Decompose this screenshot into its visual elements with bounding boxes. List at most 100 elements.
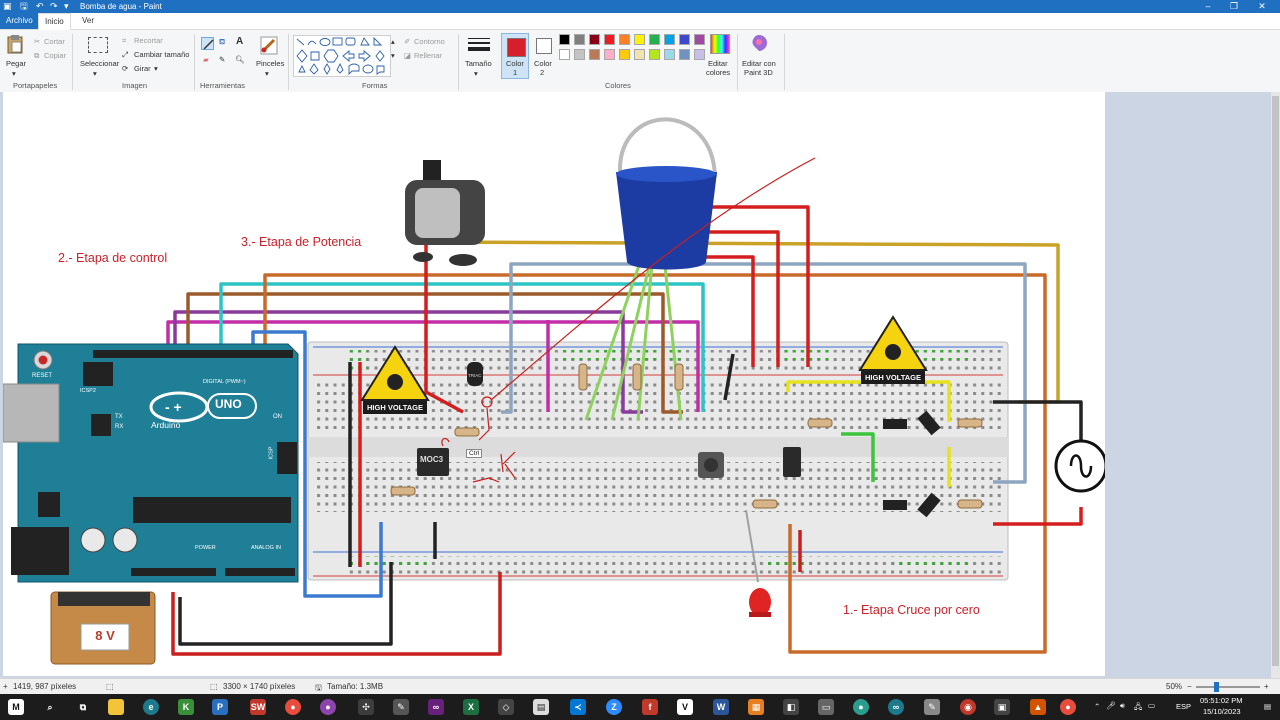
text-icon[interactable]: A [236,36,244,47]
app-icon[interactable]: ● [853,699,869,715]
color1-button[interactable] [501,33,529,79]
crop-button[interactable]: Recortar [134,36,163,45]
rotate-icon[interactable]: ⟳ [122,64,129,73]
brush-icon[interactable] [259,35,279,57]
crop-icon[interactable]: ⌗ [122,36,127,45]
palette-color-swatch[interactable] [604,34,615,45]
app-icon[interactable]: ▣ [994,699,1010,715]
excel-icon[interactable]: X [463,699,479,715]
palette-color-swatch[interactable] [679,34,690,45]
visual-studio-icon[interactable]: ∞ [428,699,444,715]
undo-icon[interactable]: ↶ [36,1,44,11]
color-picker-icon[interactable]: ✎ [219,55,226,64]
battery-icon[interactable]: ▭ [1148,701,1156,710]
app-icon[interactable]: ▭ [818,699,834,715]
size-button[interactable]: Tamaño [465,59,492,68]
tab-file[interactable]: Archivo [0,13,39,29]
palette-color-swatch[interactable] [634,49,645,60]
edge-icon[interactable]: e [143,699,159,715]
app-icon[interactable]: f [642,699,658,715]
shapes-scroll-down-icon[interactable]: ▾ [391,51,395,60]
chrome-icon[interactable]: ● [285,699,301,715]
palette-color-swatch[interactable] [604,49,615,60]
palette-color-swatch[interactable] [589,49,600,60]
select-button[interactable]: Seleccionar [80,59,120,68]
shapes-scroll-up-icon[interactable]: ▴ [391,37,395,46]
minimize-icon[interactable]: – [1205,1,1211,11]
paste-dropdown-icon[interactable]: ▾ [12,69,16,78]
start-logo-icon[interactable]: M [8,699,24,715]
palette-color-swatch[interactable] [694,34,705,45]
palette-color-swatch[interactable] [679,49,690,60]
palette-color-swatch[interactable] [559,49,570,60]
magnifier-icon[interactable]: 🔍︎ [235,55,245,64]
app-icon[interactable]: K [178,699,194,715]
scrollbar-thumb[interactable] [1272,96,1279,666]
select-dropdown-icon[interactable]: ▾ [93,69,97,78]
file-explorer-icon[interactable] [108,699,124,715]
quick-access-dropdown-icon[interactable]: ▾ [64,1,69,11]
palette-color-swatch[interactable] [649,34,660,45]
unity-icon[interactable]: ◇ [498,699,514,715]
drawing-canvas[interactable]: - + [3,92,1105,676]
zoom-slider-thumb[interactable] [1214,682,1219,692]
size-icon[interactable] [468,38,490,52]
notification-icon[interactable]: ▤ [1264,702,1272,711]
rotate-dropdown-icon[interactable]: ▾ [154,64,158,73]
copy-icon[interactable]: ⧉ [34,51,40,60]
chrome-icon[interactable]: ● [1060,699,1076,715]
fill-icon[interactable]: ⛾ [219,37,226,46]
outline-icon[interactable]: ✐ [404,37,411,46]
zoom-in-icon[interactable]: + [1264,682,1269,691]
resize-button[interactable]: Cambiar tamaño [134,50,190,59]
network-icon[interactable]: 🖧 [1134,702,1143,711]
app-icon[interactable]: P [212,699,228,715]
app-icon[interactable]: V [677,699,693,715]
tab-view[interactable]: Ver [82,16,95,25]
color2-swatch[interactable] [536,38,552,54]
app-icon[interactable]: ∞ [888,699,904,715]
zoom-slider[interactable] [1196,682,1260,692]
shapes-gallery[interactable] [293,35,391,77]
edit-paint3d-button[interactable]: Editar con [742,59,776,68]
word-icon[interactable]: W [713,699,729,715]
resize-icon[interactable]: ⤢ [122,50,128,59]
app-icon[interactable]: ▤ [533,699,549,715]
app-icon[interactable]: ✎ [393,699,409,715]
close-icon[interactable]: ✕ [1258,1,1266,11]
save-icon[interactable]: 🖫 [20,1,28,11]
clock-time[interactable]: 05:51:02 PM [1200,696,1243,705]
size-dropdown-icon[interactable]: ▾ [474,69,478,78]
vlc-icon[interactable]: ▲ [1030,699,1046,715]
app-icon[interactable]: ◉ [960,699,976,715]
solidworks-icon[interactable]: SW [250,699,266,715]
app-icon[interactable]: ◧ [783,699,799,715]
edit-colors-icon[interactable] [710,34,730,54]
brushes-dropdown-icon[interactable]: ▾ [265,69,269,78]
paste-icon[interactable] [7,34,23,54]
redo-icon[interactable]: ↷ [50,1,58,11]
rotate-button[interactable]: Girar [134,64,151,73]
app-icon[interactable]: ✣ [358,699,374,715]
tray-overflow-icon[interactable]: ⌃ [1094,702,1101,711]
app-icon[interactable]: ● [320,699,336,715]
palette-color-swatch[interactable] [574,34,585,45]
select-icon[interactable] [88,37,108,53]
palette-color-swatch[interactable] [619,49,630,60]
paint3d-icon[interactable] [750,34,768,52]
vscode-icon[interactable]: ≺ [570,699,586,715]
cut-icon[interactable]: ✂ [34,37,41,46]
search-icon[interactable]: ⌕ [47,702,53,712]
microphone-icon[interactable]: 🎤︎ [1106,701,1116,710]
task-view-icon[interactable]: ⧉ [79,702,87,712]
palette-color-swatch[interactable] [574,49,585,60]
brushes-button[interactable]: Pinceles [256,59,285,68]
maximize-icon[interactable]: ❐ [1229,1,1239,11]
copy-button[interactable]: Copiar [44,51,67,60]
fill-shape-icon[interactable]: ◪ [404,51,412,60]
tab-home[interactable]: Inicio [38,13,71,30]
palette-color-swatch[interactable] [589,34,600,45]
paste-button[interactable]: Pegar [6,59,27,68]
palette-color-swatch[interactable] [559,34,570,45]
fill-dropdown[interactable]: Rellenar [414,51,442,60]
